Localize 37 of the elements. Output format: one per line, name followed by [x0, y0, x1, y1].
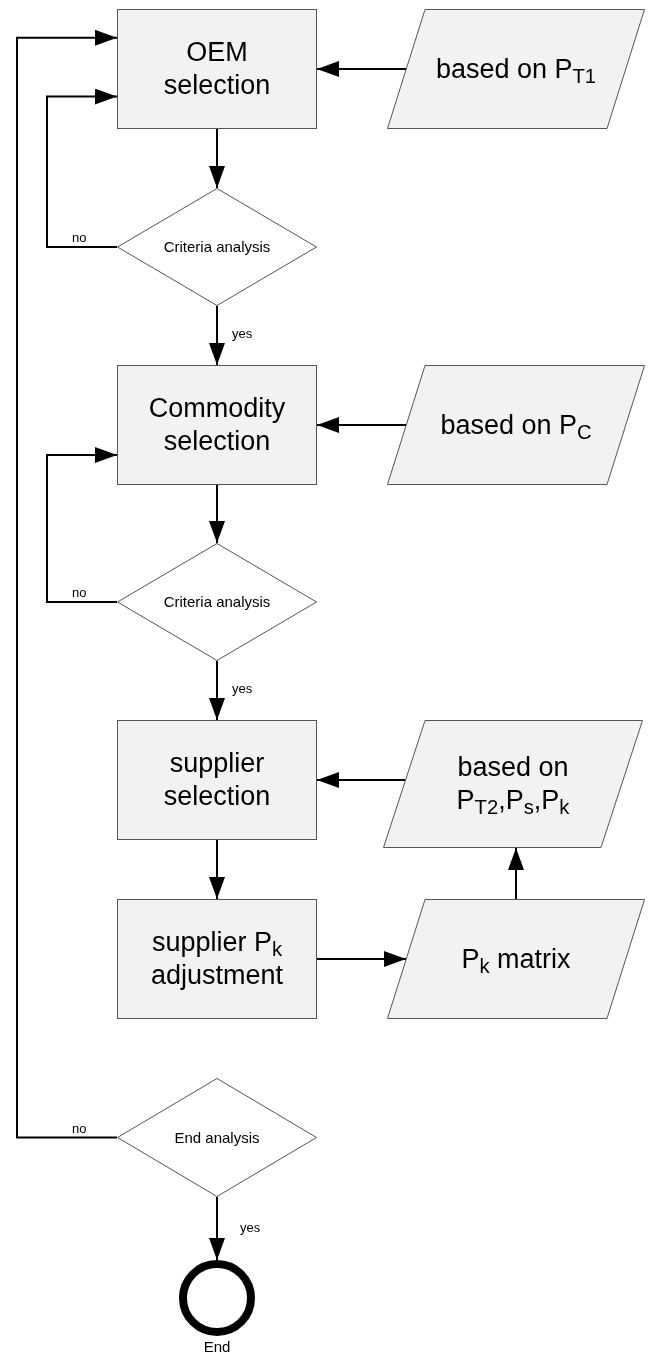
process-box — [117, 9, 317, 129]
arrow — [46, 88, 118, 248]
arrow — [209, 1196, 225, 1261]
process-box — [117, 899, 317, 1019]
arrow — [16, 29, 118, 1139]
node-label: Commodity selection — [147, 392, 287, 458]
data-parallelogram — [387, 9, 645, 129]
data-parallelogram — [387, 365, 645, 485]
arrow — [316, 417, 407, 433]
arrow — [316, 951, 407, 967]
node-label: End analysis — [174, 1128, 260, 1147]
arrow — [209, 484, 225, 544]
decision-diamond — [117, 188, 317, 306]
node-label: based on P$_{C}$ — [439, 408, 593, 442]
node-label: based on P$_{T2}$,P$_{s}$,P$_{k}$ — [455, 751, 571, 817]
arrow — [209, 305, 225, 366]
arrow — [209, 839, 225, 900]
decision-diamond — [117, 1078, 317, 1197]
arrow — [46, 447, 118, 603]
data-parallelogram — [387, 899, 645, 1019]
node-label: P$_{k}$ matrix — [460, 942, 572, 976]
arrow — [209, 128, 225, 189]
arrow — [316, 772, 407, 788]
arrow — [508, 847, 524, 900]
process-box — [117, 720, 317, 840]
node-label: Criteria analysis — [163, 238, 271, 256]
data-parallelogram — [383, 720, 643, 848]
arrow — [316, 61, 407, 77]
arrow — [209, 660, 225, 721]
node-label: Criteria analysis — [163, 593, 271, 611]
decision-diamond — [117, 543, 317, 661]
node-label: supplier P$_{k}$ adjustment — [149, 926, 285, 992]
node-label: supplier selection — [162, 747, 272, 813]
end-label: End — [203, 1338, 231, 1356]
node-label: based on P$_{T1}$ — [434, 52, 598, 86]
node-label: OEM selection — [162, 36, 272, 102]
process-box — [117, 365, 317, 485]
